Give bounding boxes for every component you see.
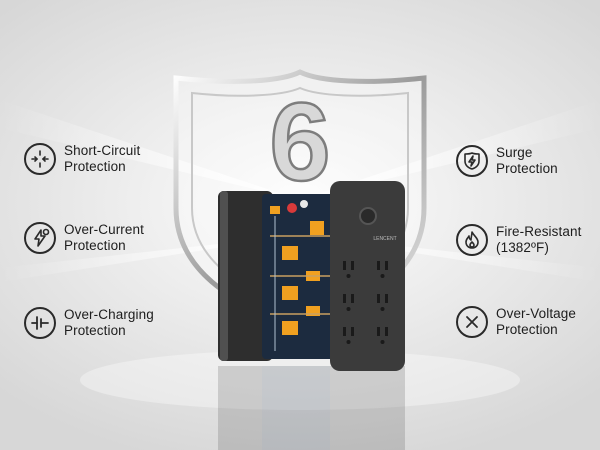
feature-title: Over-Voltage — [496, 306, 576, 321]
feature-title: Over-Current — [64, 222, 144, 237]
feature-title: Over-Charging — [64, 307, 154, 322]
feature-subtitle: (1382ºF) — [496, 240, 550, 255]
feature-subtitle: Protection — [496, 322, 558, 337]
over-voltage-icon — [456, 306, 488, 338]
short-circuit-icon — [24, 143, 56, 175]
feature-title: Short-Circuit — [64, 143, 141, 158]
product-reflection — [218, 366, 405, 450]
surge-icon — [456, 145, 488, 177]
feature-subtitle: Protection — [496, 161, 558, 176]
feature-fire-resistant: Fire-Resistant(1382ºF) — [456, 224, 581, 256]
feature-subtitle: Protection — [64, 238, 126, 253]
feature-subtitle: Protection — [64, 159, 126, 174]
over-charging-icon — [24, 307, 56, 339]
feature-title: Surge — [496, 145, 533, 160]
device-brand-label: LENCENT — [373, 236, 396, 242]
feature-title: Fire-Resistant — [496, 224, 582, 239]
power-strip-image: LENCENT — [218, 181, 405, 371]
over-current-icon — [24, 222, 56, 254]
fire-icon — [456, 224, 488, 256]
feature-subtitle: Protection — [64, 323, 126, 338]
big-number: 6 — [269, 81, 330, 204]
